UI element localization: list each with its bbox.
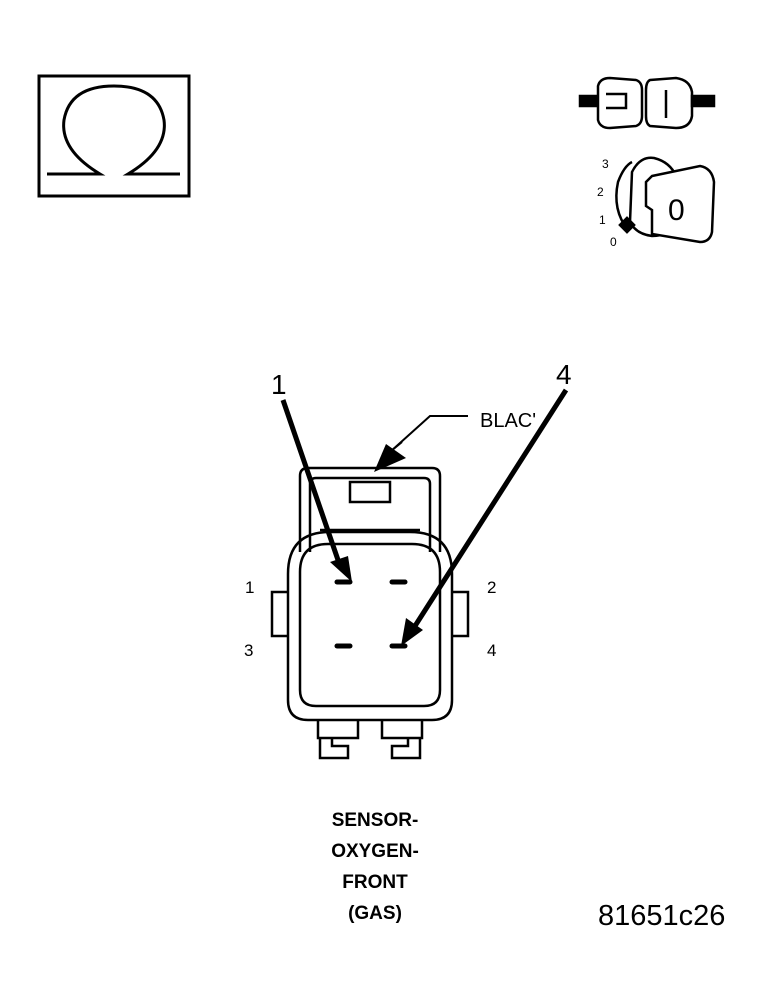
disconnect-connector-icon — [578, 76, 716, 130]
connector-body — [270, 466, 470, 760]
pin-number-2: 2 — [487, 578, 496, 597]
ignition-pos-3: 3 — [602, 157, 609, 171]
pin-number-1: 1 — [245, 578, 254, 597]
color-leader — [374, 415, 468, 472]
ignition-switch-icon — [615, 156, 716, 244]
caption-line-4: (GAS) — [348, 903, 402, 924]
ohm-symbol-icon — [37, 74, 191, 198]
callout-label-4: 4 — [556, 359, 572, 390]
callout-arrow-1 — [280, 399, 352, 582]
ignition-pos-1: 1 — [599, 213, 606, 227]
caption-line-1: SENSOR- — [331, 810, 419, 831]
ignition-pos-2: 2 — [597, 185, 604, 199]
connector-caption: SENSOR- OXYGEN- FRONT (GAS) — [250, 805, 500, 929]
pin-cavities — [334, 579, 408, 649]
pin-number-3: 3 — [244, 641, 253, 660]
caption-line-2: OXYGEN- — [331, 841, 419, 862]
figure-id: 81651c26 — [598, 900, 726, 932]
callout-label-1: 1 — [271, 369, 287, 400]
pin-number-4: 4 — [487, 641, 496, 660]
ignition-pos-0: 0 — [610, 235, 617, 249]
color-label: BLAC' — [480, 410, 536, 432]
callout-arrow-4 — [401, 388, 569, 646]
ignition-key-label: 0 — [668, 194, 685, 227]
caption-line-3: FRONT — [342, 872, 408, 893]
